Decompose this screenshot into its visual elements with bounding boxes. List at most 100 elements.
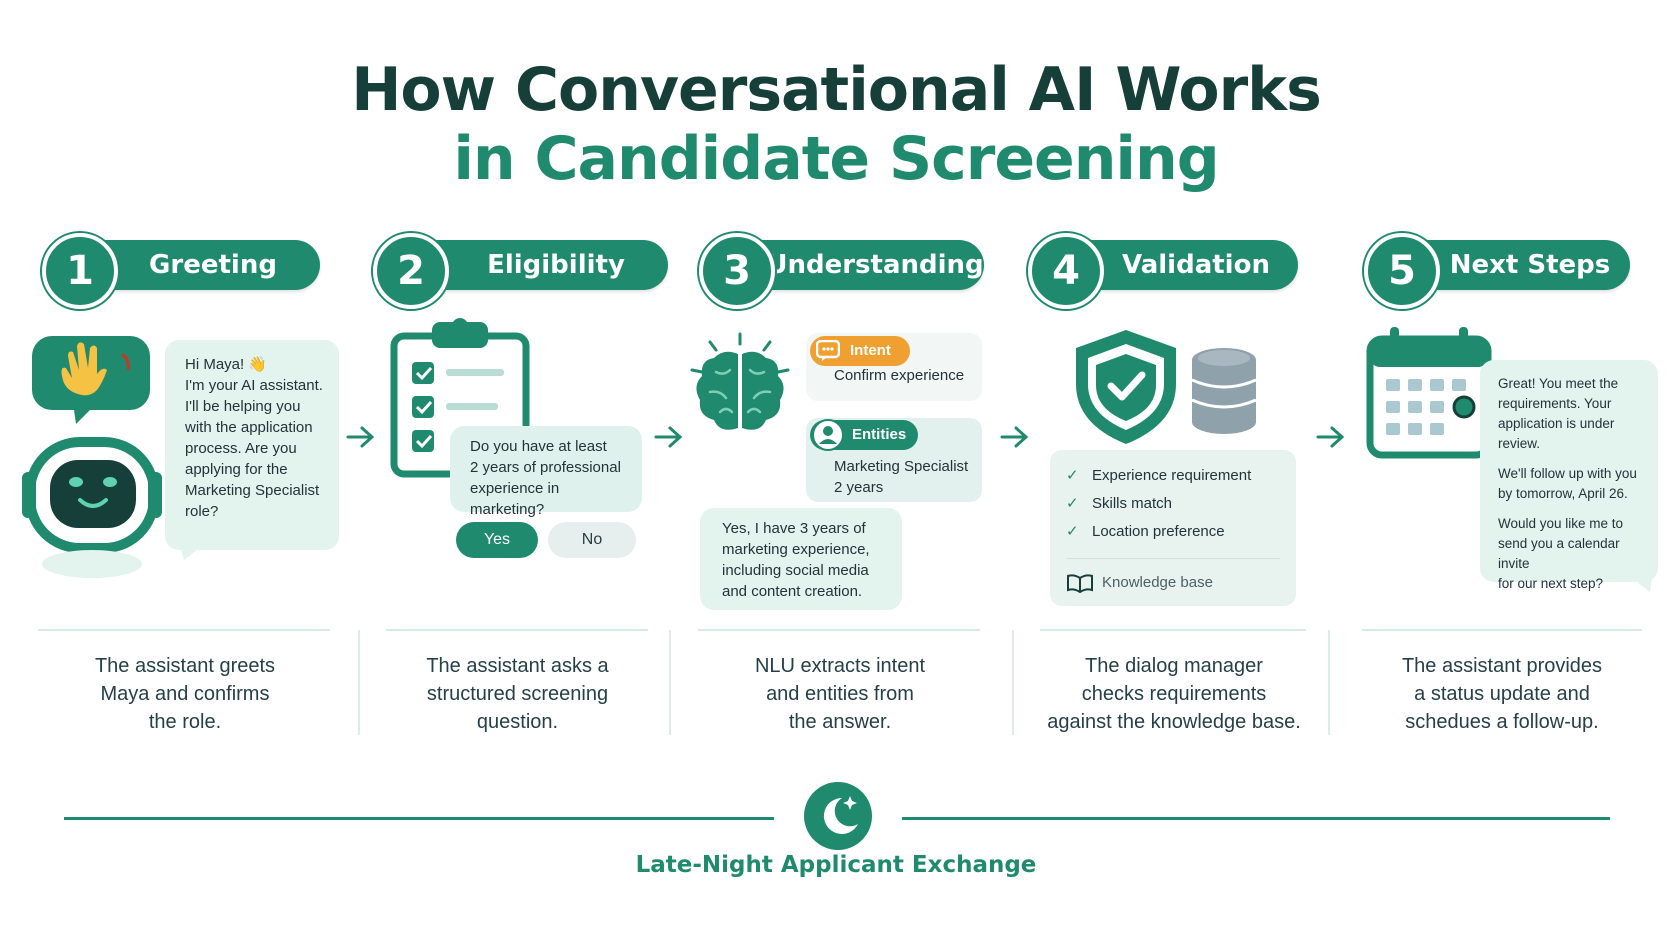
divider xyxy=(1066,558,1280,559)
caption-line: the answer. xyxy=(788,711,892,733)
footer-line-right xyxy=(902,817,1610,820)
divider xyxy=(1012,630,1014,735)
arrow-right-icon xyxy=(346,426,375,448)
step-1-number: 1 xyxy=(42,233,118,309)
invite-line: send you a calendar invite xyxy=(1498,536,1620,571)
knowledge-label: Knowledge base xyxy=(1102,574,1213,591)
answer-line: including social media xyxy=(722,562,869,579)
next-steps-bubble: Great! You meet the requirements. Your a… xyxy=(1480,360,1658,591)
entity-line: Marketing Specialist xyxy=(834,458,969,475)
divider xyxy=(386,629,648,631)
caption-line: Maya and confirms xyxy=(100,683,270,705)
calendar-icon xyxy=(1366,327,1492,459)
divider xyxy=(698,629,980,631)
step-2-caption: The assistant asks a structured screenin… xyxy=(370,652,665,736)
moon-icon xyxy=(804,782,872,850)
brain-icon xyxy=(690,332,790,430)
check-label: Skills match xyxy=(1092,495,1173,512)
answer-line: marketing experience, xyxy=(722,541,870,558)
step-4-caption: The dialog manager checks requirements a… xyxy=(1024,652,1324,736)
caption-line: structured screening xyxy=(426,683,609,705)
caption-line: and entities from xyxy=(766,683,914,705)
entities-values: Marketing Specialist 2 years xyxy=(834,456,968,498)
book-icon xyxy=(1067,574,1093,594)
intent-value: Confirm experience xyxy=(834,367,965,384)
greeting-line: I'm your AI assistant. xyxy=(185,377,323,394)
entity-line: 2 years xyxy=(834,479,884,496)
caption-line: The dialog manager xyxy=(1085,655,1263,677)
check-label: Experience requirement xyxy=(1092,467,1252,484)
followup-line: We'll follow up with you xyxy=(1498,466,1637,481)
intent-tag: Intent xyxy=(810,336,910,366)
title-line-1: How Conversational AI Works xyxy=(351,55,1322,125)
check-icon: ✓ xyxy=(1066,467,1079,484)
step-2-number: 2 xyxy=(373,233,449,309)
person-icon xyxy=(812,419,844,451)
no-button[interactable]: No xyxy=(548,522,636,558)
greeting-line: with the application xyxy=(185,419,313,436)
status-line: requirements. Your xyxy=(1498,396,1612,411)
step-5-caption: The assistant provides a status update a… xyxy=(1352,652,1652,736)
status-line: Great! You meet the xyxy=(1498,376,1619,391)
divider xyxy=(38,629,330,631)
divider xyxy=(1362,629,1642,631)
eligibility-question: Do you have at least 2 years of professi… xyxy=(450,426,642,518)
shield-check-icon xyxy=(1076,330,1257,444)
followup-line: by tomorrow, April 26. xyxy=(1498,486,1628,501)
arrow-right-icon xyxy=(1316,426,1345,448)
footer-line-left xyxy=(64,817,774,820)
arrow-right-icon xyxy=(1000,426,1029,448)
caption-line: schedues a follow-up. xyxy=(1405,711,1599,733)
check-row: ✓ Experience requirement xyxy=(1066,462,1280,490)
greeting-line: I'll be helping you xyxy=(185,398,301,415)
candidate-answer: Yes, I have 3 years of marketing experie… xyxy=(700,508,902,610)
footer-label: Late-Night Applicant Exchange xyxy=(635,852,1037,878)
step-3-number: 3 xyxy=(699,233,775,309)
divider xyxy=(669,630,671,735)
question-line: experience in marketing? xyxy=(470,480,560,518)
greeting-line: Hi Maya! 👋 xyxy=(185,356,268,373)
caption-line: The assistant provides xyxy=(1401,655,1603,677)
divider xyxy=(1040,629,1306,631)
waving-hand-icon xyxy=(61,342,130,396)
arrow-right-icon xyxy=(654,426,683,448)
title-line-2: in Candidate Screening xyxy=(453,124,1219,194)
status-line: application is under review. xyxy=(1498,416,1615,451)
greeting-line: role? xyxy=(185,503,219,520)
bubble-tail xyxy=(180,546,202,560)
greeting-bubble: Hi Maya! 👋 I'm your AI assistant. I'll b… xyxy=(165,340,339,550)
check-icon: ✓ xyxy=(1066,523,1079,540)
caption-line: The assistant greets xyxy=(94,655,276,677)
caption-line: against the knowledge base. xyxy=(1047,711,1301,733)
invite-line: Would you like me to xyxy=(1498,516,1624,531)
yes-button[interactable]: Yes xyxy=(456,522,538,558)
greeting-line: applying for the xyxy=(185,461,288,478)
divider xyxy=(358,630,360,735)
check-row: ✓ Skills match xyxy=(1066,490,1280,518)
validation-card: ✓ Experience requirement ✓ Skills match ✓ L… xyxy=(1050,450,1296,606)
caption-line: The assistant asks a xyxy=(426,655,609,677)
question-line: 2 years of professional xyxy=(470,459,621,476)
bubble-tail xyxy=(1632,578,1652,592)
answer-line: and content creation. xyxy=(722,583,863,600)
question-line: Do you have at least xyxy=(470,438,607,455)
greeting-line: Marketing Specialist xyxy=(185,482,320,499)
step-5-number: 5 xyxy=(1364,233,1440,309)
step-3-caption: NLU extracts intent and entities from th… xyxy=(690,652,990,736)
check-icon: ✓ xyxy=(1066,495,1079,512)
greeting-line: process. Are you xyxy=(185,440,297,457)
caption-line: the role. xyxy=(148,711,222,733)
invite-line: for our next step? xyxy=(1498,576,1604,591)
chat-icon xyxy=(816,340,840,361)
database-icon xyxy=(1191,348,1257,434)
caption-line: a status update and xyxy=(1414,683,1590,705)
step-4-number: 4 xyxy=(1028,233,1104,309)
robot-icon xyxy=(22,336,162,578)
check-label: Location preference xyxy=(1092,523,1225,540)
caption-line: checks requirements xyxy=(1081,683,1267,705)
step-1-caption: The assistant greets Maya and confirms t… xyxy=(40,652,330,736)
answer-line: Yes, I have 3 years of xyxy=(722,520,866,537)
caption-line: NLU extracts intent xyxy=(754,655,926,677)
check-row: ✓ Location preference xyxy=(1066,518,1280,546)
caption-line: question. xyxy=(476,711,559,733)
